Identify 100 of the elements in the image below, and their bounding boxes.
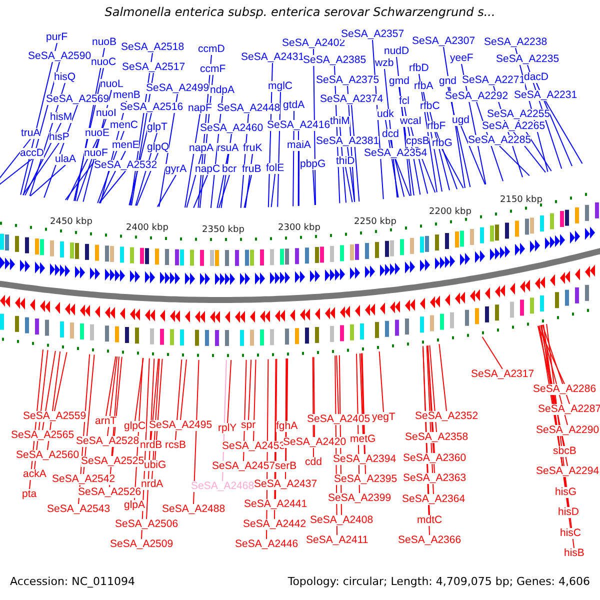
gene-label: SeSA_A2290 xyxy=(536,425,600,436)
gene-label: SeSA_A2448 xyxy=(217,103,280,114)
gene-label: rfbC xyxy=(420,101,440,112)
scale-tick-label: 2450 kbp xyxy=(50,217,92,228)
leader-line xyxy=(64,158,96,200)
gene-label: SeSA_A2399 xyxy=(328,493,392,504)
gene-label: SeSA_A2516 xyxy=(120,102,184,113)
gene-label: SeSA_A2265 xyxy=(482,121,546,132)
gene-label: ulaA xyxy=(55,154,76,165)
leader-line xyxy=(499,146,530,176)
leader-line xyxy=(184,114,200,208)
gene-label: rsuA xyxy=(217,143,239,154)
leader-line xyxy=(24,122,62,196)
leader-line xyxy=(286,358,288,422)
gene-label: truA xyxy=(21,128,40,139)
gene-label: SeSA_A2405 xyxy=(307,414,370,425)
leader-line xyxy=(44,104,78,198)
gene-label: SeSA_A2294 xyxy=(536,466,600,477)
gene-label: mglC xyxy=(268,81,293,92)
gene-label: SeSA_A2526 xyxy=(78,487,142,498)
gene-label: SeSA_A2285 xyxy=(468,135,532,146)
gene-label: SeSA_A2590 xyxy=(28,51,92,62)
gene-label: SeSA_A2528 xyxy=(76,436,140,447)
leader-line xyxy=(359,353,364,434)
diagram-title: Salmonella enterica subsp. enterica serovar Schwarzengrund s... xyxy=(104,5,496,19)
gene-label: accD xyxy=(20,148,44,159)
gene-label: wcaI xyxy=(400,116,422,127)
leader-line xyxy=(336,355,339,414)
leader-line xyxy=(429,344,437,432)
leader-line xyxy=(538,325,565,384)
gene-label: SeSA_A2453 xyxy=(222,441,286,452)
gene-label: SeSA_A2495 xyxy=(149,420,212,431)
leader-line xyxy=(460,126,486,185)
gene-label: SeSA_A2559 xyxy=(23,411,86,422)
gene-label: SeSA_A2569 xyxy=(46,94,110,105)
gene-label: napF xyxy=(188,103,212,114)
leader-line xyxy=(244,174,252,208)
leader-line xyxy=(175,359,182,440)
leader-line xyxy=(42,350,56,430)
gene-label: yeeF xyxy=(450,53,474,64)
accession-note: Accession: NC_011094 xyxy=(10,575,136,588)
scale-tick-label: 2300 kbp xyxy=(278,222,320,233)
gene-label: ccmF xyxy=(200,64,226,75)
leader-line xyxy=(313,356,315,438)
gene-label: thiD xyxy=(336,156,355,167)
gene-label: SeSA_A2385 xyxy=(303,55,366,66)
gene-label: rfbF xyxy=(427,121,446,132)
gene-label: gnd xyxy=(439,76,457,87)
gene-label: SeSA_A2317 xyxy=(471,369,534,380)
gene-label: menE xyxy=(112,140,140,151)
gene-label: fghA xyxy=(276,421,298,432)
leader-line xyxy=(436,132,458,190)
gene-label: napC xyxy=(195,164,220,175)
gene-label: glpT xyxy=(147,122,168,133)
gene-label: rfbG xyxy=(432,138,452,149)
leader-line xyxy=(227,360,232,424)
leader-line xyxy=(395,158,410,196)
gene-label: SeSA_A2488 xyxy=(162,504,226,515)
gene-label: SeSA_A2255 xyxy=(487,109,550,120)
gene-label: SeSA_A2437 xyxy=(254,479,318,490)
scale-tick-label: 2250 kbp xyxy=(354,217,396,228)
gene-label: nudD xyxy=(384,46,410,57)
gene-label: SeSA_A2460 xyxy=(200,123,264,134)
gene-label: dcd xyxy=(382,129,399,140)
gene-label: SeSA_A2381 xyxy=(316,136,380,147)
gene-label: SeSA_A2360 xyxy=(403,453,466,464)
leader-line xyxy=(82,90,112,202)
scale-tick-label: 2150 kbp xyxy=(500,194,542,205)
gene-label: fruB xyxy=(242,164,262,175)
gene-label: SeSA_A2363 xyxy=(403,473,466,484)
gene-label: napA xyxy=(189,143,214,154)
gene-label: folE xyxy=(266,163,284,174)
leader-line xyxy=(54,352,68,412)
gene-label: hisD xyxy=(558,507,580,518)
gene-label: rplY xyxy=(218,423,237,434)
gene-label: pta xyxy=(22,489,37,500)
gene-label: SeSA_A2509 xyxy=(110,539,174,550)
gene-label: SeSA_A2446 xyxy=(235,539,298,550)
gene-label: sbcB xyxy=(553,446,576,457)
leader-line xyxy=(442,148,464,189)
gene-label: nuoE xyxy=(85,128,110,139)
gene-label: hisB xyxy=(564,548,584,559)
gene-label: SeSA_A2286 xyxy=(533,384,596,395)
gene-label: SeSA_A2354 xyxy=(364,148,428,159)
gene-label: fcl xyxy=(399,96,410,107)
gene-label: menB xyxy=(113,90,140,101)
gene-label: SeSA_A2441 xyxy=(244,499,308,510)
gene-label: metG xyxy=(350,434,376,445)
gene-label: ackA xyxy=(23,469,46,480)
gene-label: ugd xyxy=(452,115,470,126)
leader-line xyxy=(106,356,116,416)
leader-line xyxy=(384,68,398,198)
gene-label: SeSA_A2442 xyxy=(243,519,306,530)
gene-label: SeSA_A2565 xyxy=(11,430,74,441)
gene-label: SeSA_A2506 xyxy=(115,519,178,530)
leader-line xyxy=(141,358,150,540)
leader-line xyxy=(347,146,356,202)
gene-label: gmd xyxy=(389,76,410,87)
gene-label: arnT xyxy=(95,416,117,427)
leader-line xyxy=(150,358,159,440)
